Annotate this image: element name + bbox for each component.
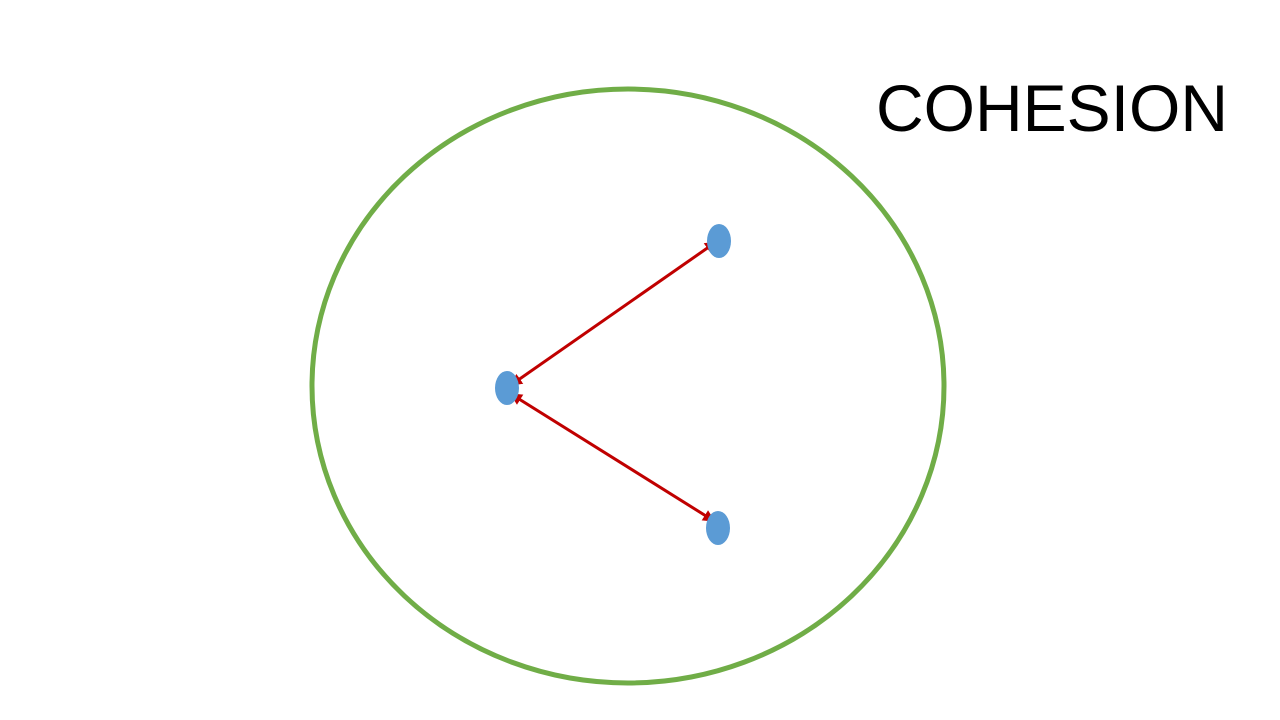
node-center (495, 371, 519, 405)
node-upper-right (707, 224, 731, 258)
node-lower-right (706, 511, 730, 545)
slide-title: COHESION (876, 71, 1229, 145)
edge-center-to-lower-right (509, 392, 716, 523)
edge-center-to-upper-right (510, 240, 717, 387)
group-boundary-circle (309, 86, 947, 686)
